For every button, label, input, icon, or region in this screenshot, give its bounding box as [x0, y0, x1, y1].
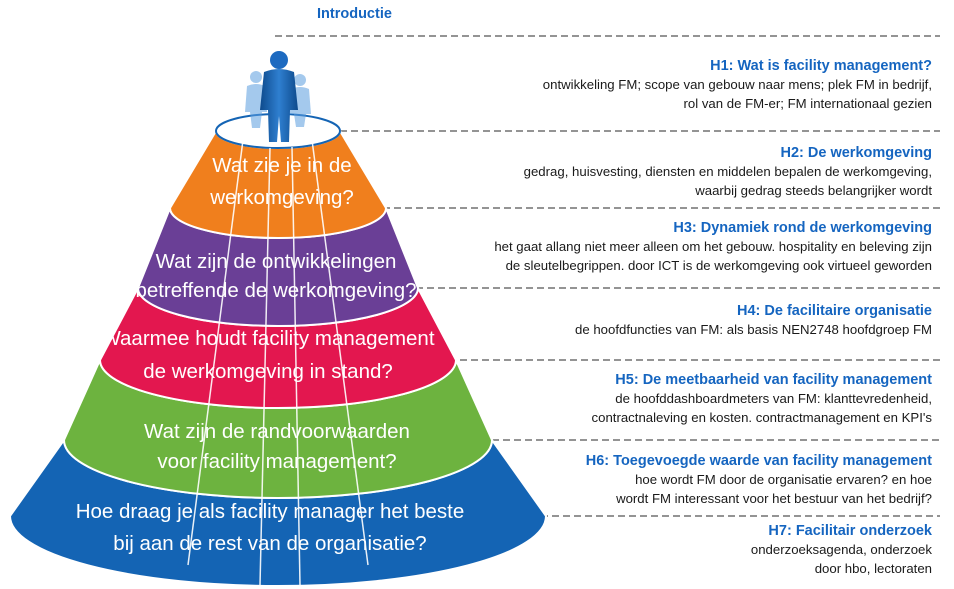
- question-randvoorwaarden-line-1: Wat zijn de randvoorwaarden: [144, 420, 410, 443]
- chapter-5: H5: De meetbaarheid van facility managem…: [592, 371, 932, 427]
- chapter-description: ontwikkeling FM; scope van gebouw naar m…: [542, 77, 932, 92]
- chapter-description: de sleutelbegrippen. door ICT is de werk…: [505, 258, 932, 273]
- question-bijdrage-line-2: bij aan de rest van de organisatie?: [113, 532, 426, 555]
- chapter-description: waarbij gedrag steeds belangrijker wordt: [695, 183, 932, 198]
- chapter-description: door hbo, lectoraten: [814, 561, 932, 576]
- question-randvoorwaarden-line-2: voor facility management?: [157, 450, 396, 473]
- question-bijdrage-line-1: Hoe draag je als facility manager het be…: [76, 500, 465, 523]
- pyramid-bands: [8, 127, 548, 587]
- chapter-3: H3: Dynamiek rond de werkomgeving het gaa…: [494, 219, 932, 275]
- question-werkomgeving-line-2: werkomgeving?: [209, 186, 354, 209]
- chapter-description: hoe wordt FM door de organisatie ervaren…: [635, 472, 932, 487]
- chapter-title: H7: Facilitair onderzoek: [768, 523, 932, 539]
- band-dividers: [187, 139, 369, 586]
- chapter-title: H4: De facilitaire organisatie: [736, 303, 932, 319]
- chapter-title: H3: Dynamiek rond de werkomgeving: [673, 220, 932, 236]
- pyramid-questions: Hoe draag je als facility manager het be…: [76, 154, 465, 555]
- chapter-description: rol van de FM-er; FM internationaal gezi…: [683, 96, 932, 111]
- chapter-description: wordt FM interessant voor het bestuur va…: [616, 491, 932, 506]
- chapter-description: het gaat allang niet meer alleen om het …: [494, 239, 932, 254]
- people-figures-icon: [245, 51, 311, 142]
- question-ontwikkelingen-line-2: betreffende de werkomgeving?: [135, 279, 416, 302]
- question-werkomgeving-line-1: Wat zie je in de: [212, 154, 351, 177]
- chapter-1: H1: Wat is facility management? ontwikkel…: [543, 57, 932, 113]
- chapter-description: de hoofddashboardmeters van FM: klanttev…: [615, 391, 932, 406]
- chapter-title: H1: Wat is facility management?: [710, 58, 932, 74]
- chapter-description: gedrag, huisvesting, diensten en middele…: [523, 164, 932, 179]
- chapter-6: H6: Toegevoegde waarde van facility mana…: [586, 452, 932, 508]
- chapter-2: H2: De werkomgeving gedrag, huisvesting, …: [524, 144, 932, 200]
- chapter-4: H4: De facilitaire organisatie de hoofdfu…: [575, 302, 932, 339]
- question-instandhouding-line-1: Waarmee houdt facility management: [101, 327, 434, 350]
- dashed-separators: [275, 35, 940, 517]
- chapter-7: H7: Facilitair onderzoek onderzoeksagenda…: [751, 522, 932, 578]
- intro-label: Introductie: [317, 6, 392, 22]
- chapter-description: onderzoeksagenda, onderzoek: [750, 542, 932, 557]
- question-ontwikkelingen-line-1: Wat zijn de ontwikkelingen: [156, 250, 397, 273]
- chapter-title: H2: De werkomgeving: [780, 145, 933, 161]
- question-instandhouding-line-2: de werkomgeving in stand?: [143, 360, 393, 383]
- chapter-title: H6: Toegevoegde waarde van facility mana…: [585, 453, 932, 469]
- chapter-description: de hoofdfuncties van FM: als basis NEN27…: [575, 322, 932, 337]
- chapter-description: contractnaleving en kosten. contractmana…: [591, 410, 932, 425]
- chapter-title: H5: De meetbaarheid van facility managem…: [615, 372, 932, 388]
